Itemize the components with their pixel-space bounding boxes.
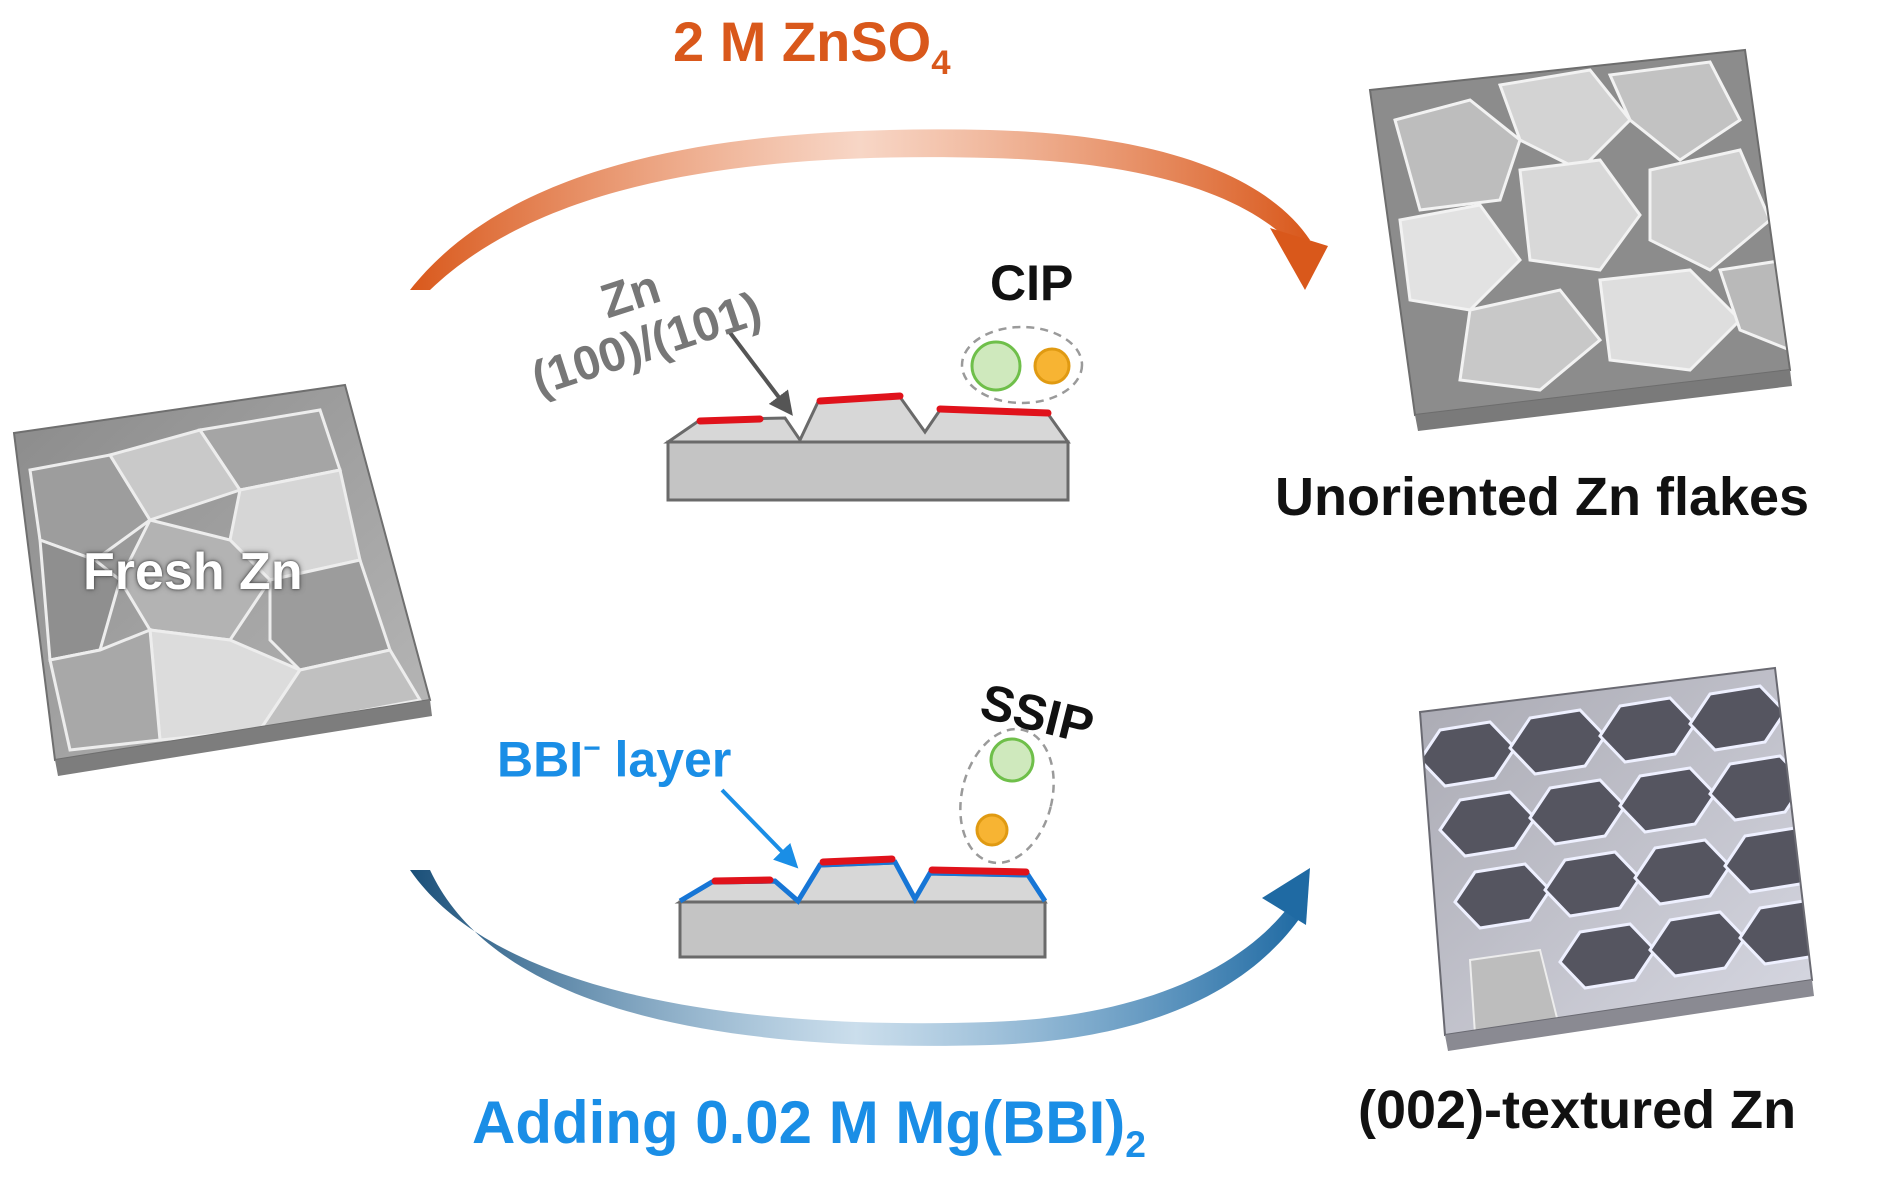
top-curved-arrow-icon	[410, 129, 1328, 290]
bottom-curved-arrow-icon	[410, 868, 1310, 1046]
cation-icon	[970, 340, 1022, 392]
cip-ion-pair	[960, 325, 1084, 405]
facet-pointer-arrow-icon	[726, 328, 793, 416]
cip-label: CIP	[990, 255, 1074, 311]
bbi-layer-label: BBI− layer	[497, 731, 732, 788]
top-substrate-schematic	[663, 328, 1071, 502]
fresh-zn-label: Fresh Zn	[83, 543, 303, 601]
bbi-pointer-arrow-icon	[720, 788, 799, 869]
hexagonal-textured-zn-icon	[1418, 666, 1814, 1051]
polycrystalline-zn-surface-icon	[12, 383, 432, 776]
cation-icon	[989, 737, 1035, 783]
red-surface-layer	[711, 855, 1030, 885]
ssip-ion-pair	[959, 727, 1055, 865]
bottom-substrate-schematic	[674, 788, 1048, 959]
bottom-electrolyte-label: Adding 0.02 M Mg(BBI)2	[472, 1089, 1146, 1166]
anion-icon	[1033, 347, 1071, 385]
top-electrolyte-label: 2 M ZnSO4	[673, 10, 951, 83]
textured-zn-label: (002)-textured Zn	[1358, 1080, 1797, 1140]
zn-flakes-surface-icon	[1368, 48, 1792, 431]
unoriented-zn-flakes-label: Unoriented Zn flakes	[1275, 467, 1810, 527]
anion-icon	[975, 813, 1009, 847]
red-surface-layer	[696, 392, 1052, 425]
